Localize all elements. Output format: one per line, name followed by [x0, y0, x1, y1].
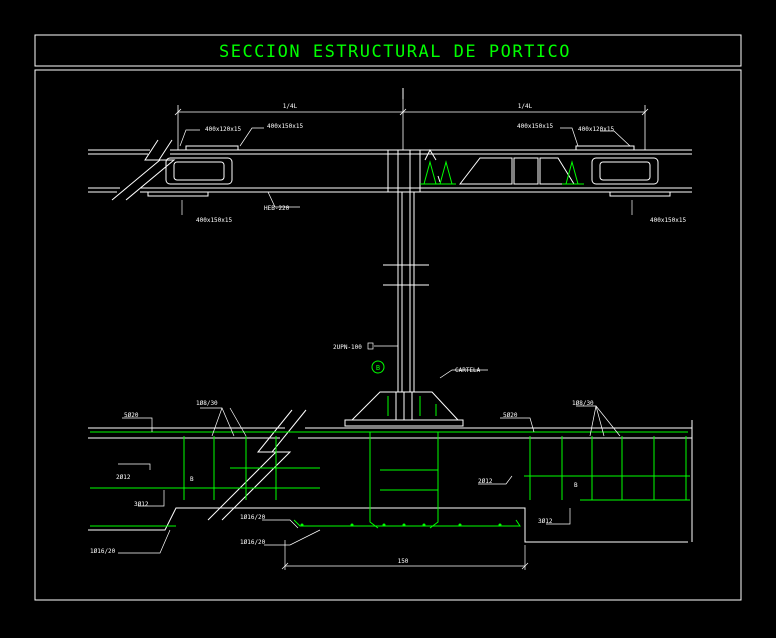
green-plate-detail: [420, 160, 584, 185]
plate-top-right-b-label: 400x120x15: [578, 126, 615, 133]
title-frame: [34, 34, 742, 67]
right-beam-box: [591, 157, 659, 185]
stirrup-left-label: 1Ø8/30: [196, 400, 218, 407]
stirrup-right-label: 1Ø8/30: [572, 400, 594, 407]
bottom-bars-left-label: 3Ø12: [134, 501, 149, 508]
gusset-detail: [387, 396, 437, 416]
plate-top-right-a-label: 400x150x15: [517, 123, 554, 130]
mid-bars-left-label: 2Ø12: [116, 474, 131, 481]
top-bars-right-label: 5Ø20: [503, 412, 518, 419]
rebar-longitudinal: [90, 431, 690, 529]
plate-top-left-a-label: 400x120x15: [205, 126, 242, 133]
section-right-label: B: [574, 482, 578, 489]
axis-marker-circle: [371, 360, 385, 374]
bottom-bars-right-label: 3Ø12: [538, 518, 553, 525]
axis-marker-label: B: [376, 364, 380, 372]
left-beam-box: [165, 157, 233, 185]
section-left-label: B: [190, 476, 194, 483]
gusset-leader: [439, 369, 488, 379]
drawing-frame: [34, 69, 742, 601]
anchor-a-label: 1Ø16/20: [240, 514, 266, 521]
rebar-leaders: [118, 405, 621, 554]
column-profile-label: 2UPN-100: [333, 344, 362, 351]
span-left-label: 1/4L: [283, 103, 298, 110]
beam-profile-label: HEB-220: [264, 205, 290, 212]
span-right-label: 1/4L: [518, 103, 533, 110]
top-dimension: [174, 88, 649, 150]
footing-dimension: [281, 540, 529, 570]
steel-column: [383, 88, 429, 392]
footing-width-label: 150: [398, 558, 409, 565]
gusset-label: CARTELA: [455, 367, 481, 374]
plate-bottom-right-label: 400x150x15: [650, 217, 687, 224]
column-profile-symbol: [367, 342, 374, 350]
plate-leaders: [179, 127, 633, 215]
drawing-title: SECCION ESTRUCTURAL DE PORTICO: [219, 42, 571, 62]
plate-top-left-b-label: 400x150x15: [267, 123, 304, 130]
steel-beam: [88, 139, 692, 201]
top-bars-left-label: 5Ø20: [124, 412, 139, 419]
anchor-b-label: 1Ø16/20: [240, 539, 266, 546]
mid-bars-right-label: 2Ø12: [478, 478, 493, 485]
anchor-c-label: 1Ø16/20: [90, 548, 116, 555]
plate-bottom-left-label: 400x150x15: [196, 217, 233, 224]
column-base-plate: [344, 391, 464, 427]
rebar-bar-dots: [300, 523, 502, 527]
